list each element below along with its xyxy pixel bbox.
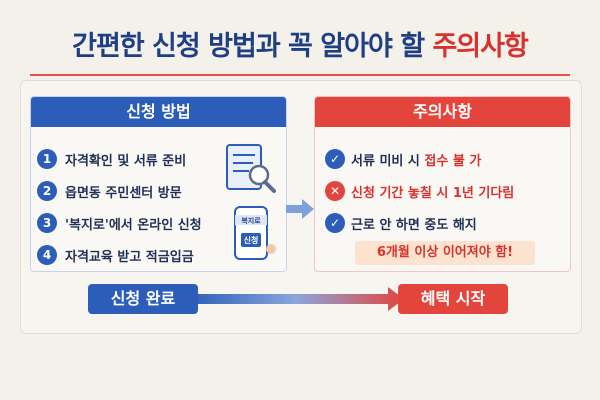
step-item: 3 '복지로'에서 온라인 신청 — [37, 207, 257, 239]
step-text: 읍면동 주민센터 방문 — [65, 185, 182, 201]
step-number: 1 — [37, 149, 57, 169]
step-list: 1 자격확인 및 서류 준비 2 읍면동 주민센터 방문 3 '복지로'에서 온… — [37, 143, 257, 271]
caution-item: ✕ 신청 기간 놓칠 시 1년 기다림 — [325, 175, 565, 207]
phone-app-label: 복지로 — [241, 216, 261, 225]
title-main: 간편한 신청 방법과 꼭 알아야 할 — [72, 31, 433, 62]
title-divider — [30, 74, 570, 76]
check-icon: ✓ — [325, 149, 345, 169]
step-item: 1 자격확인 및 서류 준비 — [37, 143, 257, 175]
caution-highlight: 접수 불 가 — [424, 153, 482, 169]
emphasis-note: 6개월 이상 이어져야 함! — [355, 241, 535, 265]
application-method-heading: 신청 방법 — [31, 97, 286, 127]
step-number: 3 — [37, 213, 57, 233]
caution-panel: 주의사항 ✓ 서류 미비 시 접수 불 가 ✕ 신청 기간 놓칠 시 1년 기다… — [314, 96, 571, 272]
step-text: '복지로'에서 온라인 신청 — [65, 217, 202, 233]
caution-text: 서류 미비 시 접수 불 가 — [351, 153, 482, 169]
step-number: 2 — [37, 181, 57, 201]
flow-arrow-icon — [286, 199, 314, 219]
step-number: 4 — [37, 245, 57, 265]
phone-app-icon: 복지로 신청 — [234, 206, 276, 260]
step-text: 자격확인 및 서류 준비 — [65, 153, 187, 169]
caution-item: ✓ 근로 안 하면 중도 해지 — [325, 207, 565, 239]
step-item: 4 자격교육 받고 적금입금 — [37, 239, 257, 271]
caution-heading: 주의사항 — [315, 97, 570, 127]
progress-arrow-icon — [188, 287, 404, 311]
step-item: 2 읍면동 주민센터 방문 — [37, 175, 257, 207]
document-search-icon — [226, 144, 276, 193]
caution-item: ✓ 서류 미비 시 접수 불 가 — [325, 143, 565, 175]
phone-apply-button: 신청 — [244, 235, 259, 245]
x-icon: ✕ — [325, 181, 345, 201]
caution-text: 신청 기간 놓칠 시 1년 기다림 — [351, 185, 515, 201]
page-title: 간편한 신청 방법과 꼭 알아야 할 주의사항 — [0, 24, 600, 63]
application-method-panel: 신청 방법 1 자격확인 및 서류 준비 2 읍면동 주민센터 방문 3 '복지… — [30, 96, 287, 272]
check-icon: ✓ — [325, 213, 345, 233]
application-complete-box: 신청 완료 — [88, 284, 198, 314]
title-accent: 주의사항 — [432, 31, 528, 62]
step-text: 자격교육 받고 적금입금 — [65, 249, 194, 265]
benefit-start-box: 혜택 시작 — [398, 284, 508, 314]
caution-list: ✓ 서류 미비 시 접수 불 가 ✕ 신청 기간 놓칠 시 1년 기다림 ✓ 근… — [325, 143, 565, 239]
caution-text: 근로 안 하면 중도 해지 — [351, 217, 477, 233]
